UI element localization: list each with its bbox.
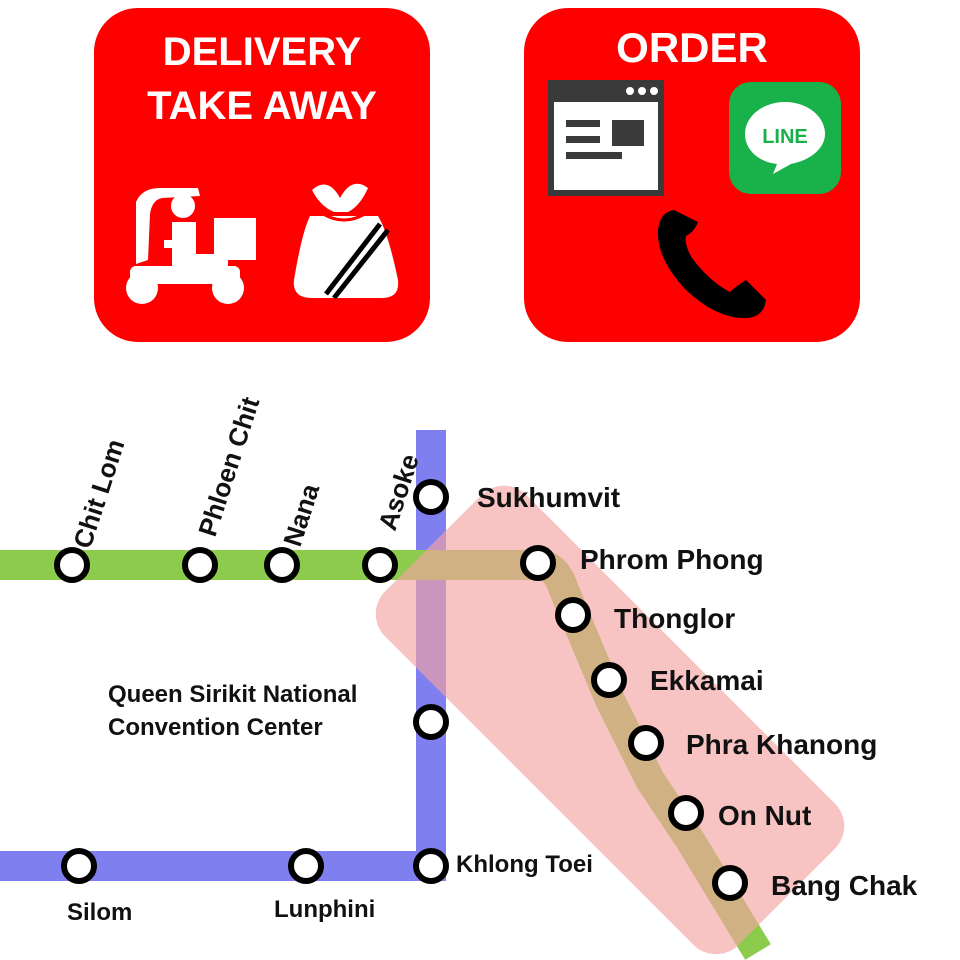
station-marker-phrom-phong[interactable] bbox=[520, 545, 556, 581]
station-label-ekkamai: Ekkamai bbox=[650, 665, 764, 696]
station-marker-thonglor[interactable] bbox=[555, 597, 591, 633]
station-label-khlong-toei: Khlong Toei bbox=[456, 851, 593, 878]
station-label-phloen-chit: Phloen Chit bbox=[192, 393, 265, 540]
station-marker-silom[interactable] bbox=[61, 848, 97, 884]
station-marker-nana[interactable] bbox=[264, 547, 300, 583]
delivery-takeaway-tile: DELIVERY TAKE AWAY bbox=[94, 8, 430, 342]
delivery-title: DELIVERY bbox=[162, 30, 362, 74]
station-label-silom: Silom bbox=[67, 899, 132, 926]
line-bubble-icon bbox=[745, 102, 825, 174]
order-tile: ORDER LINE bbox=[524, 8, 860, 342]
station-label-chit-lom: Chit Lom bbox=[67, 435, 130, 551]
line-app-icon[interactable]: LINE bbox=[729, 82, 841, 194]
station-marker-phloen-chit[interactable] bbox=[182, 547, 218, 583]
station-label-bang-chak: Bang Chak bbox=[771, 870, 918, 901]
web-page-icon[interactable] bbox=[548, 80, 664, 196]
station-label-phrom-phong: Phrom Phong bbox=[580, 544, 764, 575]
station-label-lumphini: Lunphini bbox=[274, 896, 375, 923]
phone-handset-icon[interactable] bbox=[652, 200, 772, 324]
station-marker-lumphini[interactable] bbox=[288, 848, 324, 884]
station-label-sukhumvit: Sukhumvit bbox=[477, 482, 620, 513]
delivery-scooter-icon bbox=[126, 188, 256, 304]
station-marker-on-nut[interactable] bbox=[668, 795, 704, 831]
takeaway-title: TAKE AWAY bbox=[147, 84, 377, 128]
station-label-phra-khanong: Phra Khanong bbox=[686, 729, 877, 760]
station-marker-qsncc[interactable] bbox=[413, 704, 449, 740]
station-label-qsncc-line2: Convention Center bbox=[108, 714, 323, 741]
station-marker-bang-chak[interactable] bbox=[712, 865, 748, 901]
highlight-area bbox=[375, 485, 845, 955]
station-marker-chit-lom[interactable] bbox=[54, 547, 90, 583]
station-label-on-nut: On Nut bbox=[718, 800, 811, 831]
station-marker-khlong-toei[interactable] bbox=[413, 848, 449, 884]
station-label-qsncc-line1: Queen Sirikit National bbox=[108, 681, 357, 708]
station-marker-asoke[interactable] bbox=[362, 547, 398, 583]
line-badge-text: LINE bbox=[762, 126, 808, 148]
station-marker-sukhumvit[interactable] bbox=[413, 479, 449, 515]
station-marker-phra-khanong[interactable] bbox=[628, 725, 664, 761]
order-title: ORDER bbox=[616, 24, 768, 71]
takeaway-bag-chopsticks-icon bbox=[293, 183, 399, 300]
station-label-nana: Nana bbox=[277, 480, 325, 550]
station-marker-ekkamai[interactable] bbox=[591, 662, 627, 698]
station-label-thonglor: Thonglor bbox=[614, 603, 735, 634]
